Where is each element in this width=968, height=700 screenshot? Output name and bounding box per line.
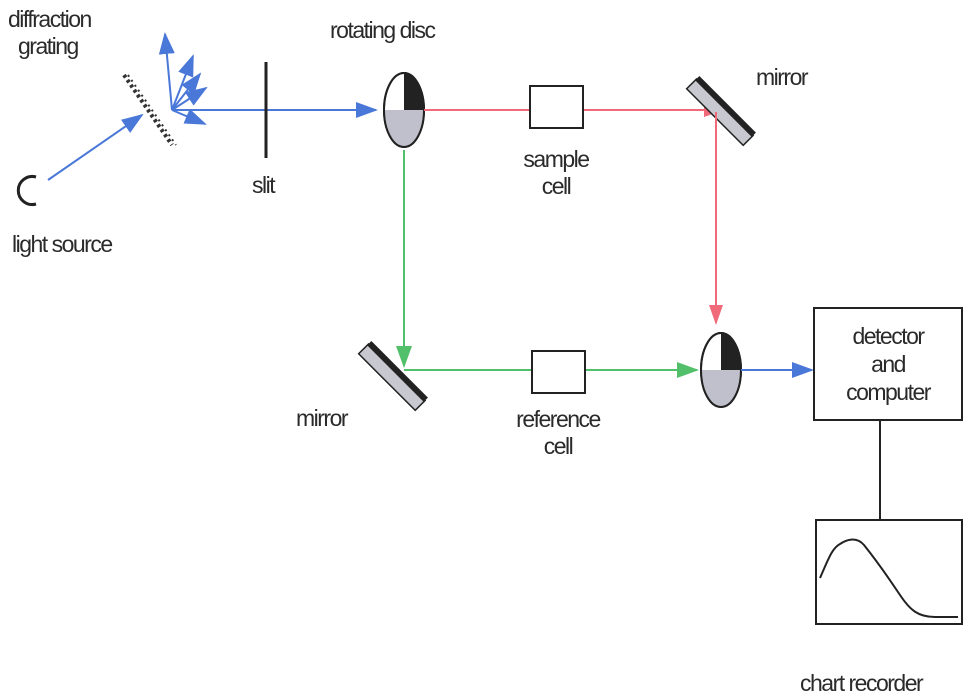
label-detector-computer: detector and computer xyxy=(846,323,931,405)
mirror-bottom-icon xyxy=(357,341,428,412)
mirror-top-icon xyxy=(685,76,756,147)
sample-cell-icon xyxy=(529,85,584,129)
diffraction-grating-icon xyxy=(122,73,177,147)
label-light-source: light source xyxy=(12,231,113,257)
label-diffraction-grating: diffraction grating xyxy=(8,6,92,59)
label-slit: slit xyxy=(252,172,276,198)
label-mirror-bottom: mirror xyxy=(296,405,349,431)
chart-recorder-trace xyxy=(819,538,958,618)
rotating-disc-bottom-icon xyxy=(700,332,742,408)
detector-box xyxy=(813,307,963,421)
label-sample-cell: sample cell xyxy=(523,146,590,199)
light-source-icon xyxy=(16,175,37,206)
diffracted-rays xyxy=(158,32,208,125)
reference-cell-icon xyxy=(531,350,586,394)
beam-source-to-grating xyxy=(47,113,144,181)
label-mirror-top: mirror xyxy=(756,64,809,90)
label-reference-cell: reference cell xyxy=(516,406,601,459)
rotating-disc-icon xyxy=(383,72,425,148)
label-chart-recorder: chart recorder xyxy=(800,670,924,696)
chart-recorder-box xyxy=(815,519,963,625)
label-rotating-disc: rotating disc xyxy=(330,17,436,43)
